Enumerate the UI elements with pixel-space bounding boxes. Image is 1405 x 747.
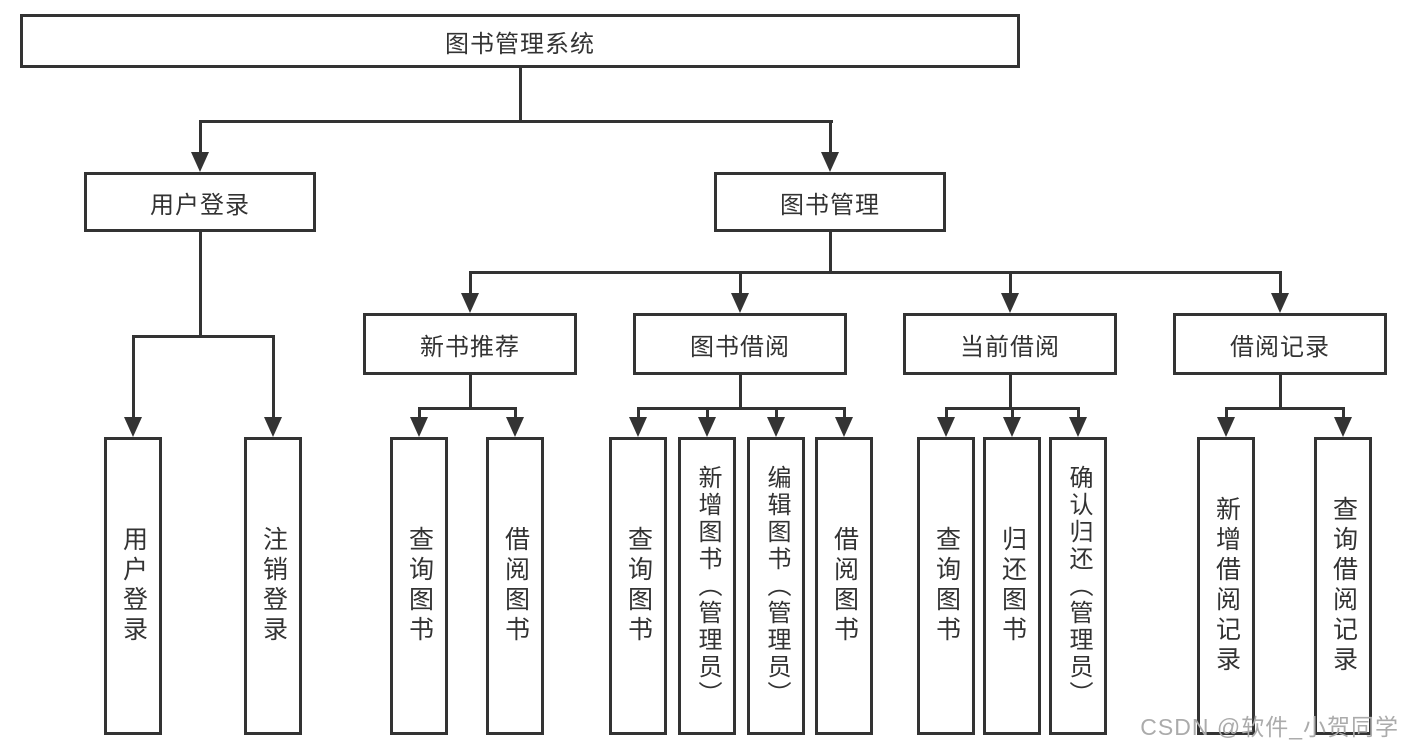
connector-line [739, 271, 742, 295]
connector-line [132, 335, 135, 419]
connector-line [1009, 375, 1012, 409]
arrowhead-down [1003, 417, 1021, 437]
node-user-login-label: 用户登录 [150, 191, 250, 219]
leaf-label: 查询图书 [932, 526, 961, 646]
arrowhead-down [629, 417, 647, 437]
connector-line [514, 407, 517, 419]
leaf-query-borrow-record: 查询借阅记录 [1314, 437, 1372, 735]
node-book-borrow-label: 图书借阅 [690, 333, 790, 361]
leaf-label: 新增图书（管理员） [694, 464, 721, 708]
connector-line [637, 407, 640, 419]
leaf-label: 新增借阅记录 [1212, 496, 1241, 676]
connector-line [1279, 271, 1282, 295]
node-book-borrow: 图书借阅 [633, 313, 847, 375]
arrowhead-down [821, 152, 839, 172]
leaf-query-books-2: 查询图书 [609, 437, 667, 735]
node-user-login: 用户登录 [84, 172, 316, 232]
leaf-label: 归还图书 [998, 526, 1027, 646]
leaf-label: 用户登录 [119, 526, 148, 646]
arrowhead-down [461, 293, 479, 313]
leaf-borrow-books-2: 借阅图书 [815, 437, 873, 735]
node-root: 图书管理系统 [20, 14, 1020, 68]
connector-line [469, 271, 1282, 274]
connector-line [469, 271, 472, 295]
connector-line [132, 335, 275, 338]
leaf-add-books-admin: 新增图书（管理员） [678, 437, 736, 735]
arrowhead-down [1069, 417, 1087, 437]
arrowhead-down [1001, 293, 1019, 313]
node-current-borrow: 当前借阅 [903, 313, 1117, 375]
connector-line [1009, 271, 1012, 295]
connector-line [418, 407, 517, 410]
leaf-add-borrow-record: 新增借阅记录 [1197, 437, 1255, 735]
arrowhead-down [835, 417, 853, 437]
arrowhead-down [124, 417, 142, 437]
connector-line [519, 68, 522, 122]
connector-line [1279, 375, 1282, 409]
connector-line [272, 335, 275, 419]
connector-line [418, 407, 421, 419]
connector-line [637, 407, 846, 410]
connector-line [199, 232, 202, 337]
leaf-label: 借阅图书 [830, 526, 859, 646]
connector-line [739, 375, 742, 409]
leaf-edit-books-admin: 编辑图书（管理员） [747, 437, 805, 735]
arrowhead-down [191, 152, 209, 172]
leaf-label: 借阅图书 [501, 526, 530, 646]
leaf-confirm-return-admin: 确认归还（管理员） [1049, 437, 1107, 735]
connector-line [1342, 407, 1345, 419]
connector-line [1225, 407, 1228, 419]
leaf-user-login: 用户登录 [104, 437, 162, 735]
arrowhead-down [767, 417, 785, 437]
connector-line [469, 375, 472, 409]
connector-line [1077, 407, 1080, 419]
leaf-query-books-1: 查询图书 [390, 437, 448, 735]
leaf-label: 确认归还（管理员） [1065, 464, 1092, 708]
leaf-label: 编辑图书（管理员） [763, 464, 790, 708]
connector-line [199, 120, 202, 154]
node-borrow-record-label: 借阅记录 [1230, 333, 1330, 361]
connector-line [829, 232, 832, 273]
leaf-borrow-books-1: 借阅图书 [486, 437, 544, 735]
node-new-book-recommend: 新书推荐 [363, 313, 577, 375]
leaf-label: 查询图书 [405, 526, 434, 646]
connector-line [843, 407, 846, 419]
arrowhead-down [1271, 293, 1289, 313]
arrowhead-down [506, 417, 524, 437]
connector-line [1225, 407, 1345, 410]
arrowhead-down [698, 417, 716, 437]
watermark: CSDN @软件_小贺同学 [1140, 714, 1399, 740]
connector-line [775, 407, 778, 419]
leaf-query-books-3: 查询图书 [917, 437, 975, 735]
leaf-logout: 注销登录 [244, 437, 302, 735]
leaf-label: 注销登录 [259, 526, 288, 646]
node-borrow-record: 借阅记录 [1173, 313, 1387, 375]
node-current-borrow-label: 当前借阅 [960, 333, 1060, 361]
connector-line [1011, 407, 1014, 419]
connector-line [199, 120, 833, 123]
connector-line [829, 120, 832, 154]
node-root-label: 图书管理系统 [445, 30, 595, 58]
arrowhead-down [264, 417, 282, 437]
leaf-label: 查询图书 [624, 526, 653, 646]
leaf-return-books: 归还图书 [983, 437, 1041, 735]
node-book-management-label: 图书管理 [780, 191, 880, 219]
arrowhead-down [1217, 417, 1235, 437]
node-new-book-recommend-label: 新书推荐 [420, 333, 520, 361]
arrowhead-down [410, 417, 428, 437]
arrowhead-down [731, 293, 749, 313]
leaf-label: 查询借阅记录 [1329, 496, 1358, 676]
connector-line [945, 407, 948, 419]
node-book-management: 图书管理 [714, 172, 946, 232]
arrowhead-down [937, 417, 955, 437]
arrowhead-down [1334, 417, 1352, 437]
connector-line [706, 407, 709, 419]
